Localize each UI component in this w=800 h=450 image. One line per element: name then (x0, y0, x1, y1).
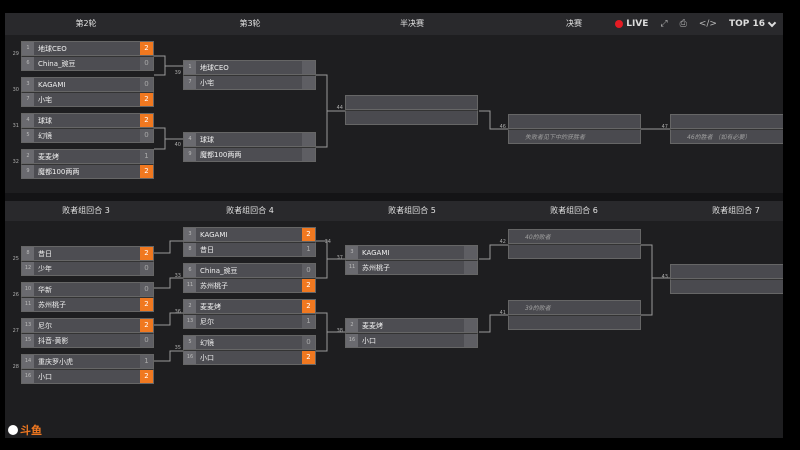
match-slot[interactable]: 失败者见下中的获胜者 (508, 129, 641, 144)
lower-rounds-header: 败者组回合 3 败者组回合 4 败者组回合 5 败者组回合 6 败者组回合 7 (5, 201, 783, 221)
round-header-l7: 败者组回合 7 (712, 206, 760, 215)
match-slot[interactable]: 39的败者 (508, 300, 641, 315)
round-header-l5: 败者组回合 5 (388, 206, 436, 215)
bracket-connectors (154, 55, 670, 362)
round-header-l3: 败者组回合 3 (62, 206, 110, 215)
match-slot[interactable] (508, 114, 641, 129)
round-header-final: 决赛 (566, 19, 582, 28)
print-icon[interactable]: ⎙ (679, 19, 687, 29)
logo-mascot-icon (8, 425, 18, 435)
bracket-frame: 第2轮 第3轮 半决赛 决赛 LIVE ⤢ ⎙ </> TOP 16 败者组回合… (5, 13, 783, 438)
upper-rounds-header: 第2轮 第3轮 半决赛 决赛 LIVE ⤢ ⎙ </> TOP 16 (5, 13, 783, 35)
douyu-logo: 斗鱼 (8, 422, 42, 438)
match-slot[interactable] (345, 110, 478, 125)
match-slot[interactable] (508, 315, 641, 330)
view-select[interactable]: TOP 16 (729, 18, 777, 29)
match-slot[interactable]: 46的胜者 （如有必要） (670, 129, 783, 144)
round-header-l6: 败者组回合 6 (550, 206, 598, 215)
match-43[interactable]: 43 (662, 264, 783, 294)
round-header-r3: 第3轮 (239, 19, 261, 28)
match-slot[interactable] (670, 114, 783, 129)
match-47[interactable]: 47 46的胜者 （如有必要） (662, 114, 783, 144)
match-slot[interactable] (508, 244, 641, 259)
match-42[interactable]: 42 40的败者 (500, 229, 641, 259)
round-header-semi: 半决赛 (400, 19, 424, 28)
toolbar: LIVE ⤢ ⎙ </> TOP 16 (615, 13, 783, 35)
live-indicator[interactable]: LIVE (615, 19, 648, 29)
live-dot-icon (615, 20, 624, 28)
match-slot[interactable] (670, 264, 783, 279)
round-header-l4: 败者组回合 4 (226, 206, 274, 215)
match-slot[interactable] (345, 95, 478, 110)
match-slot[interactable] (670, 279, 783, 294)
match-46[interactable]: 46 失败者见下中的获胜者 (500, 114, 641, 144)
round-header-r2: 第2轮 (75, 19, 97, 28)
match-44[interactable]: 44 (337, 95, 478, 125)
embed-code-icon[interactable]: </> (698, 19, 717, 29)
match-slot[interactable]: 40的败者 (508, 229, 641, 244)
match-41[interactable]: 41 39的败者 (500, 300, 641, 330)
fullscreen-icon[interactable]: ⤢ (660, 19, 668, 29)
section-separator (5, 193, 783, 201)
